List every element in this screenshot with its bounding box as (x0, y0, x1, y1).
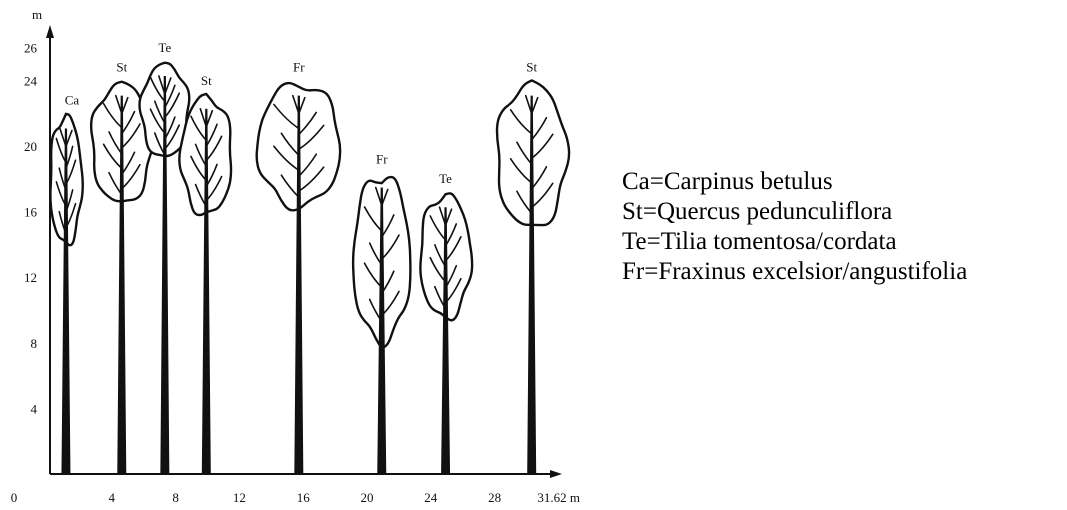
y-tick-label: 12 (24, 270, 37, 285)
tree-code-label: Te (439, 171, 452, 186)
tree-te: Te (420, 171, 472, 474)
species-legend: Ca=Carpinus betulus St=Quercus pedunculi… (622, 167, 967, 287)
legend-item-st: St=Quercus pedunculiflora (622, 197, 967, 227)
tree-code-label: St (526, 60, 537, 75)
tree-code-label: Ca (65, 92, 80, 107)
y-axis-arrowhead (46, 25, 54, 38)
tree-code-label: Fr (293, 60, 305, 75)
tree-st: St (179, 73, 231, 474)
tree-fr: Fr (353, 152, 410, 474)
legend-item-te: Te=Tilia tomentosa/cordata (622, 227, 967, 257)
tree-code-label: Fr (376, 152, 388, 167)
tree-fr: Fr (257, 60, 340, 474)
x-axis-arrowhead (550, 470, 562, 478)
tree-ca: Ca (50, 92, 82, 474)
x-tick-label: 24 (424, 490, 438, 505)
y-tick-label: 24 (24, 73, 38, 88)
tree-code-label: St (201, 73, 212, 88)
y-tick-label: 8 (31, 336, 38, 351)
y-axis-unit: m (32, 7, 42, 22)
x-tick-labels: 0 4 8 12 16 20 24 28 31.62 m (11, 490, 580, 505)
x-tick-label: 16 (297, 490, 311, 505)
y-tick-label: 16 (24, 205, 38, 220)
x-tick-label: 20 (361, 490, 374, 505)
legend-item-fr: Fr=Fraxinus excelsior/angustifolia (622, 257, 967, 287)
x-tick-label: 0 (11, 490, 18, 505)
tree-te: Te (140, 40, 190, 474)
x-tick-label: 31.62 m (537, 490, 580, 505)
y-tick-label: 4 (31, 401, 38, 416)
y-tick-labels: 4 8 12 16 20 24 26 (24, 41, 38, 417)
x-tick-label: 8 (172, 490, 179, 505)
tree-code-label: St (116, 60, 127, 75)
y-tick-label: 26 (24, 41, 38, 56)
y-tick-label: 20 (24, 139, 37, 154)
x-tick-label: 28 (488, 490, 501, 505)
legend-item-ca: Ca=Carpinus betulus (622, 167, 967, 197)
x-tick-label: 12 (233, 490, 246, 505)
tree-code-label: Te (158, 40, 171, 55)
x-tick-label: 4 (109, 490, 116, 505)
tree-st: St (497, 60, 569, 474)
